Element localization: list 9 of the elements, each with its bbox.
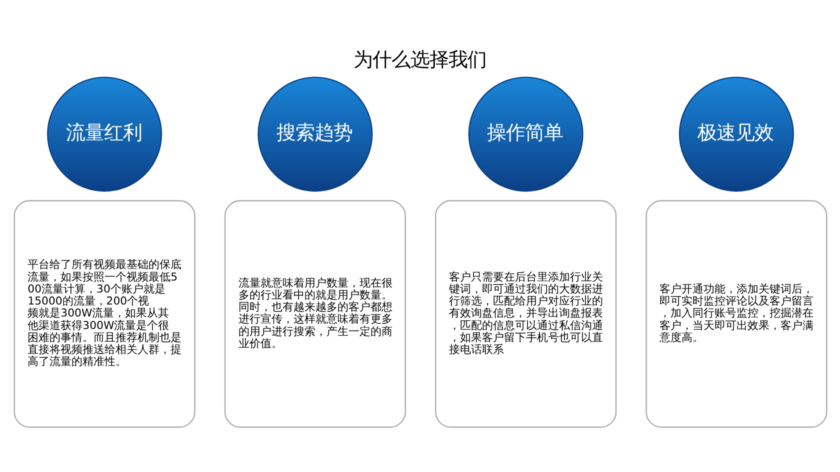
node-circle: 流量红利 <box>46 76 162 192</box>
diagram-title: 为什么选择我们 <box>352 48 486 71</box>
node-circle: 操作简单 <box>468 76 583 192</box>
node-box: 客户开通功能，添加关键词后，即可实时监控评论以及客户留言，加入同行账号监控，挖掘潜在客户，当天即可出效果，客户满意度高。 <box>645 200 827 428</box>
node-box: 流量就意味着用户数量，现在很多的行业看中的就是用户数量。同时，也有越来越多的客户都想进行宣传，这样就意味着有更多的用户进行搜索，产生一定的商业价值。 <box>224 200 406 428</box>
node-box: 客户只需要在后台里添加行业关键词，即可通过我们的大数据进行筛选，匹配给用户对应行业的有效询盘信息，并导出询盘报表，匹配的信息可以通过私信沟通，如果客户留下手机号也可以直接电话联系 <box>434 200 616 428</box>
node-box: 平台给了所有视频最基础的保底流量，如果按照一个视频最低500流量计算，30个账户就是15000的流量，200个视频就是300W流量，如果从其他渠道获得300W流量是个很困难的事情。而且推荐机制也是直接将视频推送给相关人群，提高了流量的精准性。 <box>13 200 195 428</box>
node-circle: 搜索趋势 <box>257 76 372 192</box>
node-circle: 极速见效 <box>678 76 794 192</box>
